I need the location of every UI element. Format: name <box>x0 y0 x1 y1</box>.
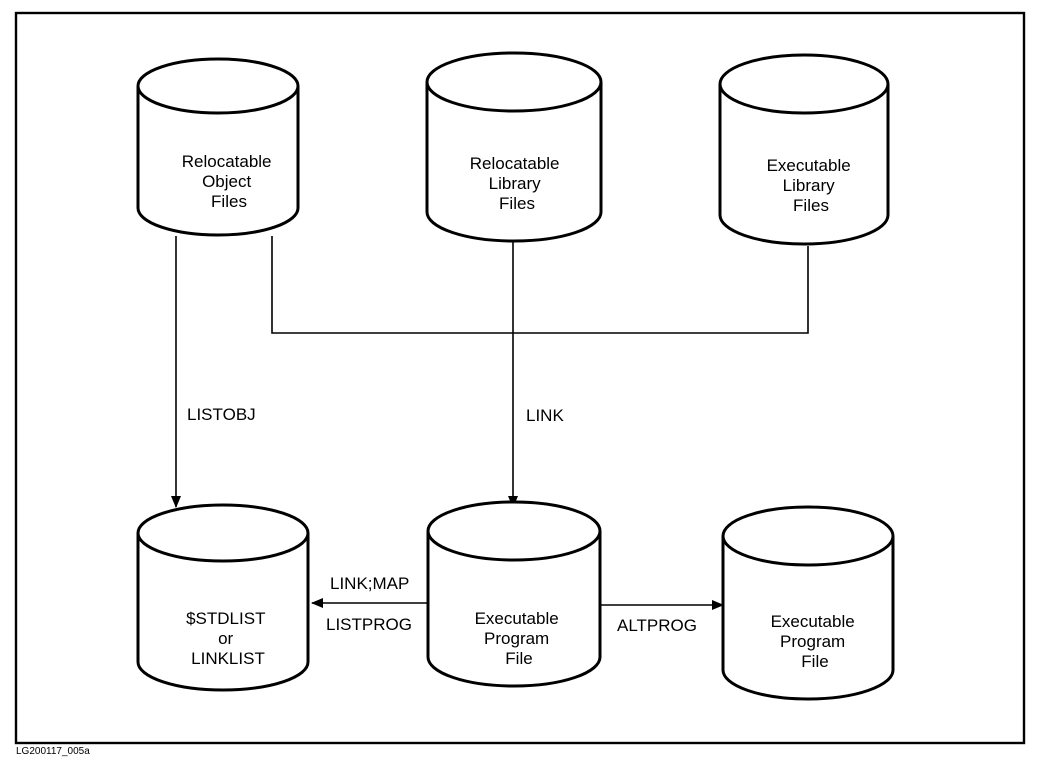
executable-library-files-cylinder: Executable Library Files <box>718 53 890 246</box>
node-label-line: Executable <box>771 612 855 631</box>
node-label-line: Executable <box>767 156 851 175</box>
relocatable-object-files-cylinder: Relocatable Object Files <box>136 57 300 237</box>
node-label-line: Object <box>202 172 251 191</box>
node-label-line: Relocatable <box>182 152 272 171</box>
svg-text:Executable Library: Executable Library Files <box>767 156 856 215</box>
diagram-frame <box>14 11 1026 745</box>
executable-program-file-alt-cylinder: Executable Program File <box>721 505 895 701</box>
node-label-line: Executable <box>475 609 559 628</box>
node-label-line: Files <box>793 196 829 215</box>
listprog-label: LISTPROG <box>326 615 412 634</box>
svg-text:Executable Program: Executable Program File <box>475 609 564 668</box>
node-label-line: Program <box>780 632 845 651</box>
link-map-label: LINK;MAP <box>330 574 409 593</box>
svg-text:$STDLIST or LINKLI: $STDLIST or LINKLIST <box>186 609 270 668</box>
node-label-line: File <box>801 652 828 671</box>
altprog-label: ALTPROG <box>617 616 697 635</box>
node-label-line: Library <box>489 174 541 193</box>
node-label-line: Program <box>484 629 549 648</box>
node-label-line: LINKLIST <box>191 649 265 668</box>
node-label-line: $STDLIST <box>186 609 265 628</box>
node-label-line: Relocatable <box>470 154 560 173</box>
svg-text:Relocatable Library: Relocatable Library Files <box>470 154 565 213</box>
listobj-label: LISTOBJ <box>187 405 256 424</box>
figure-caption: LG200117_005a <box>16 746 90 757</box>
svg-text:Executable Program: Executable Program File <box>771 612 860 671</box>
node-label-line: or <box>218 629 233 648</box>
svg-text:Relocatable Object: Relocatable Object Files <box>182 152 277 211</box>
node-label-line: Files <box>499 194 535 213</box>
stdlist-linklist-cylinder: $STDLIST or LINKLIST <box>136 503 310 692</box>
link-label: LINK <box>526 406 564 425</box>
executable-library-connector <box>271 236 809 334</box>
node-label-line: File <box>505 649 532 668</box>
node-label-line: Library <box>783 176 835 195</box>
node-label-line: Files <box>211 192 247 211</box>
relocatable-library-files-cylinder: Relocatable Library Files <box>425 51 603 243</box>
executable-program-file-cylinder: Executable Program File <box>426 500 602 688</box>
